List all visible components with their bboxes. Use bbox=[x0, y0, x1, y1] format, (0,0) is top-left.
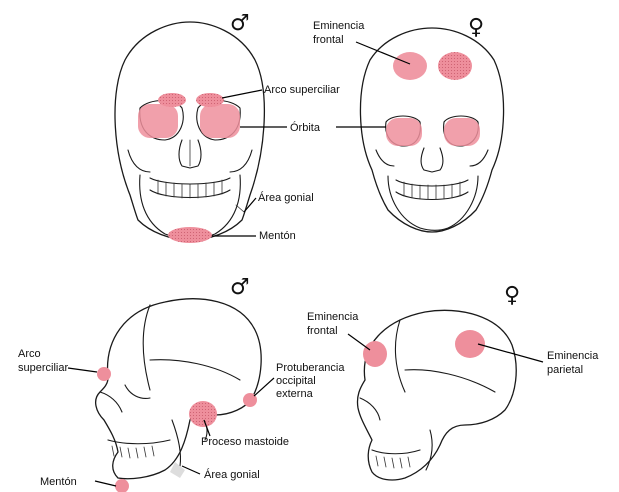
leader-frontal-eminence-side bbox=[348, 334, 370, 350]
male-symbol-side: ♂ bbox=[230, 275, 250, 300]
female-front-orbit-right bbox=[444, 118, 480, 146]
female-front-frontal-eminence-right bbox=[438, 52, 472, 80]
label-frontal-eminence-side-line1: Eminencia bbox=[307, 311, 359, 323]
male-front-chin bbox=[168, 227, 212, 243]
label-parietal-eminence-line1: Eminencia bbox=[547, 350, 599, 362]
male-side-chin bbox=[115, 479, 129, 492]
leader-arco-side bbox=[68, 368, 97, 372]
male-skull-front bbox=[115, 22, 264, 240]
label-frontal-eminence-side-line2: frontal bbox=[307, 325, 338, 337]
label-arco-side-line2: superciliar bbox=[18, 362, 68, 374]
label-menton-side: Mentón bbox=[40, 476, 77, 488]
label-protuberancia-line3: externa bbox=[276, 388, 314, 400]
male-symbol-front: ♂ bbox=[230, 11, 250, 36]
male-skull-side bbox=[96, 299, 262, 479]
label-frontal-eminence-front-line2: frontal bbox=[313, 34, 344, 46]
label-menton-front: Mentón bbox=[259, 230, 296, 242]
male-front-orbit-right bbox=[200, 104, 240, 138]
female-side-frontal-eminence bbox=[363, 341, 387, 367]
label-protuberancia-line1: Protuberancia bbox=[276, 362, 345, 374]
female-symbol-side: ♀ bbox=[504, 283, 520, 308]
female-symbol-front: ♀ bbox=[468, 15, 484, 40]
female-skull-side bbox=[357, 310, 516, 480]
label-parietal-eminence-line2: parietal bbox=[547, 364, 583, 376]
female-skull-front bbox=[360, 28, 503, 232]
label-arco-side-line1: Arco bbox=[18, 348, 41, 360]
male-side-mastoid bbox=[189, 401, 217, 427]
label-area-gonial-front: Área gonial bbox=[258, 191, 314, 204]
label-area-gonial-side: Área gonial bbox=[204, 468, 260, 481]
label-arco-superciliar-front: Arco superciliar bbox=[264, 84, 340, 96]
female-front-frontal-eminence-left bbox=[393, 52, 427, 80]
label-protuberancia-line2: occipital bbox=[276, 375, 316, 387]
label-frontal-eminence-front-line1: Eminencia bbox=[313, 20, 365, 32]
male-front-orbit-left bbox=[138, 104, 178, 138]
label-orbita: Órbita bbox=[290, 121, 321, 134]
female-side-parietal-eminence bbox=[455, 330, 485, 358]
female-front-orbit-left bbox=[386, 118, 422, 146]
label-proceso-mastoide: Proceso mastoide bbox=[201, 436, 289, 448]
leader-menton-side bbox=[95, 481, 116, 486]
male-side-brow-ridge bbox=[97, 367, 111, 381]
